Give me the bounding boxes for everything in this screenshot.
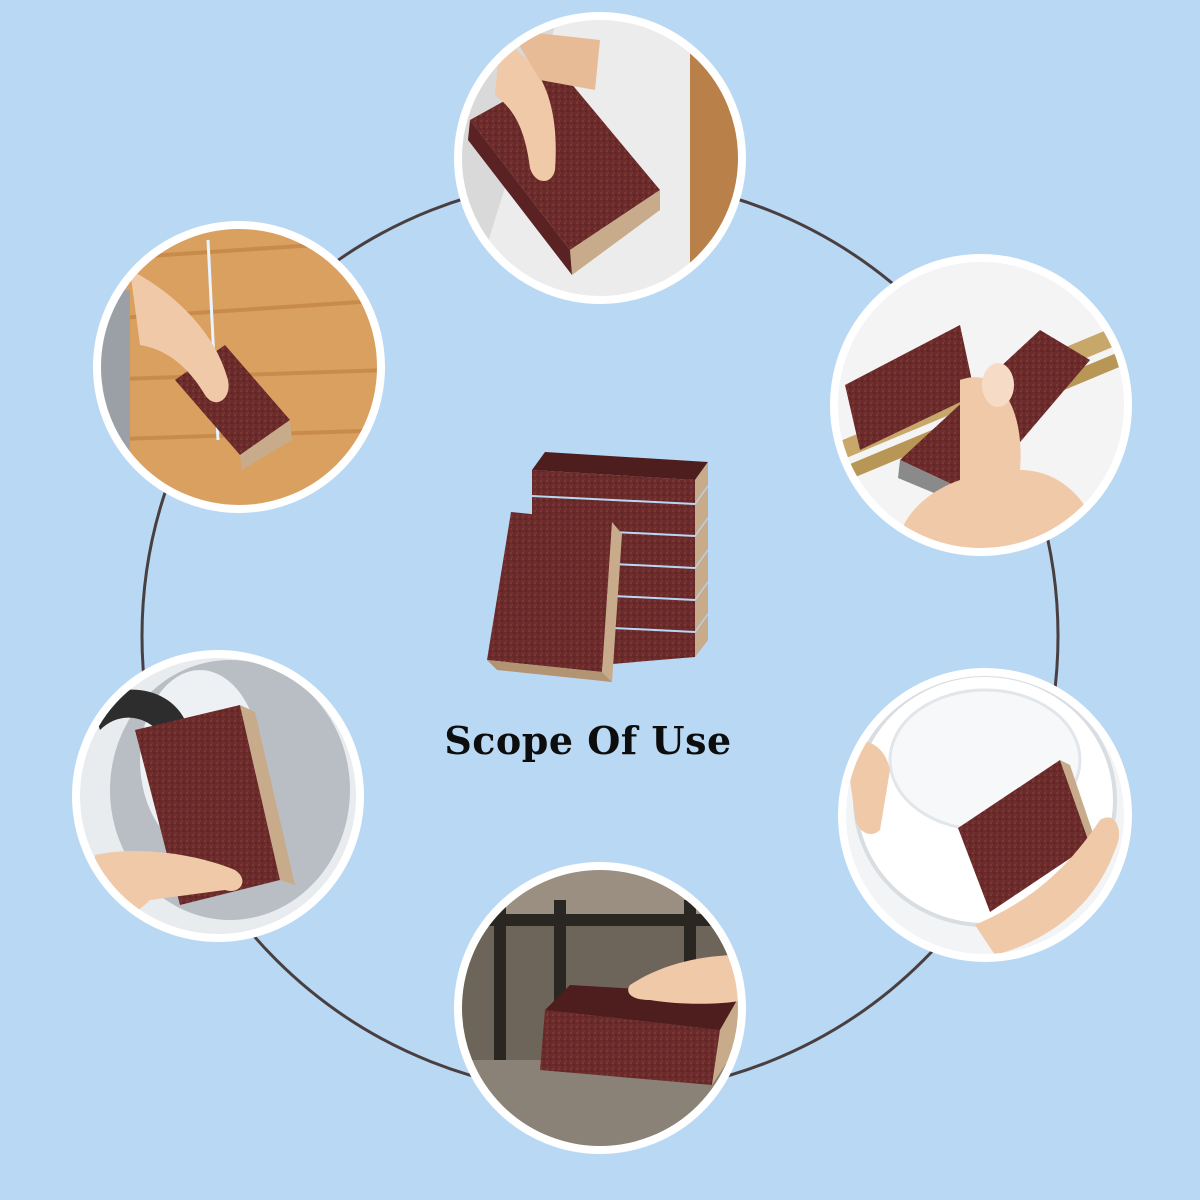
scene-kettle (72, 650, 364, 942)
scene-stove (454, 862, 746, 1154)
scene-chopsticks (830, 254, 1132, 556)
page-title: Scope Of Use (444, 718, 732, 763)
scene-cutting-board (93, 221, 385, 513)
scene-bowl (838, 668, 1132, 962)
sponge-stack (487, 452, 708, 682)
front-sponge (487, 512, 622, 682)
scene-counter-top (454, 12, 746, 304)
